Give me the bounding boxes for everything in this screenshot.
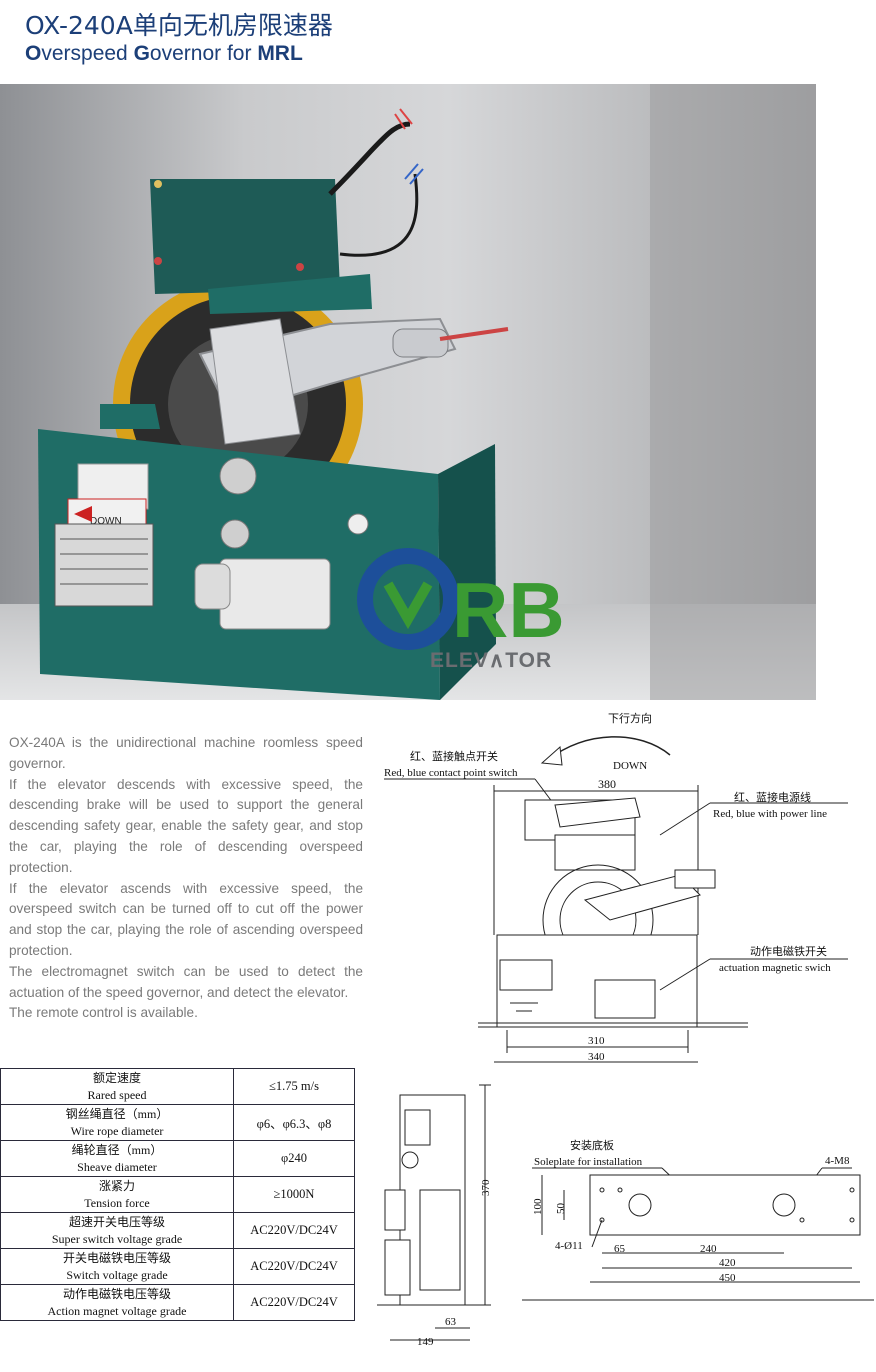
spec-key-en: Wire rope diameter <box>70 1123 164 1138</box>
table-row: 涨紧力 Tension force ≥1000N <box>0 1176 355 1213</box>
desc-line: The electromagnet switch can be used to … <box>9 963 363 1000</box>
spec-value: φ240 <box>233 1140 355 1177</box>
title-en-g: G <box>133 42 150 65</box>
dim-450: 450 <box>719 1272 736 1284</box>
page-title-cn: OX-240A单向无机房限速器 <box>25 6 333 42</box>
direction-label-en: DOWN <box>613 760 647 772</box>
product-photo: DOWN RB ELEV∧TOR <box>0 84 816 700</box>
down-sticker-text: DOWN <box>90 516 122 527</box>
power-label-en: Red, blue with power line <box>713 808 827 820</box>
title-en-3: overnor for <box>149 42 258 65</box>
spec-value: AC220V/DC24V <box>233 1212 355 1249</box>
title-en-1: verspeed <box>41 42 134 65</box>
dim-340: 340 <box>588 1051 605 1063</box>
table-row: 绳轮直径（mm） Sheave diameter φ240 <box>0 1140 355 1177</box>
dim-370: 370 <box>480 1179 492 1196</box>
spec-key-en: Switch voltage grade <box>66 1267 168 1282</box>
magnet-label-en: actuation magnetic swich <box>719 962 831 974</box>
desc-line: If the elevator descends with excessive … <box>9 776 363 875</box>
desc-line: OX-240A is the unidirectional machine ro… <box>9 735 363 771</box>
spec-key: 超速开关电压等级 Super switch voltage grade <box>0 1212 234 1249</box>
spec-key-cn: 额定速度 <box>92 1070 141 1085</box>
dim-50: 50 <box>555 1203 567 1215</box>
nameplate <box>54 523 154 607</box>
spec-key-en: Action magnet voltage grade <box>47 1303 187 1318</box>
spec-key-cn: 超速开关电压等级 <box>68 1214 165 1229</box>
spec-key-en: Rared speed <box>87 1087 147 1102</box>
contact-label-en: Red, blue contact point switch <box>384 767 518 779</box>
spec-key-cn: 钢丝绳直径（mm） <box>65 1106 169 1121</box>
soleplate-label-en: Soleplate for installation <box>534 1156 643 1168</box>
spec-table: 额定速度 Rared speed ≤1.75 m/s 钢丝绳直径（mm） Wire r… <box>0 1068 355 1321</box>
soleplate-drawing: 安装底板 Soleplate for installation 4-M8 100… <box>522 1138 874 1301</box>
contact-label-cn: 红、蓝接触点开关 <box>410 749 498 763</box>
spec-key-cn: 动作电磁铁电压等级 <box>62 1286 171 1301</box>
dim-240: 240 <box>700 1243 717 1255</box>
table-row: 钢丝绳直径（mm） Wire rope diameter φ6、φ6.3、φ8 <box>0 1104 355 1141</box>
title-en-mrl: MRL <box>257 42 303 65</box>
desc-line: The remote control is available. <box>9 1005 198 1021</box>
dim-100: 100 <box>532 1198 544 1215</box>
switch-box <box>150 179 340 294</box>
spec-key-cn: 开关电磁铁电压等级 <box>62 1250 171 1265</box>
brand-logo-letters: RB <box>452 566 565 654</box>
spec-value: ≤1.75 m/s <box>233 1068 355 1105</box>
table-row: 动作电磁铁电压等级 Action magnet voltage grade AC22… <box>0 1284 355 1321</box>
power-label-cn: 红、蓝接电源线 <box>734 790 811 804</box>
front-view-drawing: 下行方向 DOWN 红、蓝接触点开关 Red, blue contact poi… <box>384 711 848 1063</box>
dim-65: 65 <box>614 1243 626 1255</box>
spec-key: 开关电磁铁电压等级 Switch voltage grade <box>0 1248 234 1285</box>
spec-key-en: Tension force <box>84 1195 150 1210</box>
dim-63: 63 <box>445 1316 457 1328</box>
side-view-drawing: 370 63 149 <box>377 1084 492 1348</box>
spec-value: φ6、φ6.3、φ8 <box>233 1104 355 1141</box>
governor-illustration: DOWN RB ELEV∧TOR <box>0 84 816 700</box>
title-en-o: O <box>25 42 42 65</box>
dim-380: 380 <box>598 777 616 791</box>
brand-logo-circle <box>357 548 459 650</box>
dim-310: 310 <box>588 1035 605 1047</box>
table-row: 额定速度 Rared speed ≤1.75 m/s <box>0 1068 355 1105</box>
bolt-label: 4-M8 <box>825 1155 850 1167</box>
spec-value: AC220V/DC24V <box>233 1284 355 1321</box>
spec-key: 动作电磁铁电压等级 Action magnet voltage grade <box>0 1284 234 1321</box>
table-row: 超速开关电压等级 Super switch voltage grade AC220V… <box>0 1212 355 1249</box>
soleplate-label-cn: 安装底板 <box>570 1138 614 1152</box>
down-arrow-icon <box>547 736 671 761</box>
brand-logo-text: ELEV∧TOR <box>430 649 552 672</box>
spec-value: AC220V/DC24V <box>233 1248 355 1285</box>
spec-key-en: Sheave diameter <box>77 1159 157 1174</box>
spec-key: 绳轮直径（mm） Sheave diameter <box>0 1140 234 1177</box>
spec-key: 额定速度 Rared speed <box>0 1068 234 1105</box>
spec-key-en: Super switch voltage grade <box>51 1231 183 1246</box>
spec-key-cn: 绳轮直径（mm） <box>71 1142 163 1157</box>
dim-149: 149 <box>417 1336 434 1348</box>
spec-key-cn: 涨紧力 <box>98 1178 135 1193</box>
description: OX-240A is the unidirectional machine ro… <box>9 733 363 1033</box>
spec-key: 涨紧力 Tension force <box>0 1176 234 1213</box>
title-cn-text: 单向无机房限速器 <box>132 11 333 40</box>
hole-label: 4-Ø11 <box>555 1240 583 1252</box>
desc-line: If the elevator ascends with excessive s… <box>9 880 363 958</box>
page-title-en: Overspeed Governor for MRL <box>25 42 303 66</box>
direction-label-cn: 下行方向 <box>608 711 652 725</box>
table-row: 开关电磁铁电压等级 Switch voltage grade AC220V/DC24… <box>0 1248 355 1285</box>
spec-key: 钢丝绳直径（mm） Wire rope diameter <box>0 1104 234 1141</box>
magnet-label-cn: 动作电磁铁开关 <box>750 944 827 958</box>
spec-value: ≥1000N <box>233 1176 355 1213</box>
title-model: OX-240A <box>25 11 133 40</box>
magnet-switch <box>219 558 331 630</box>
dim-420: 420 <box>719 1257 736 1269</box>
